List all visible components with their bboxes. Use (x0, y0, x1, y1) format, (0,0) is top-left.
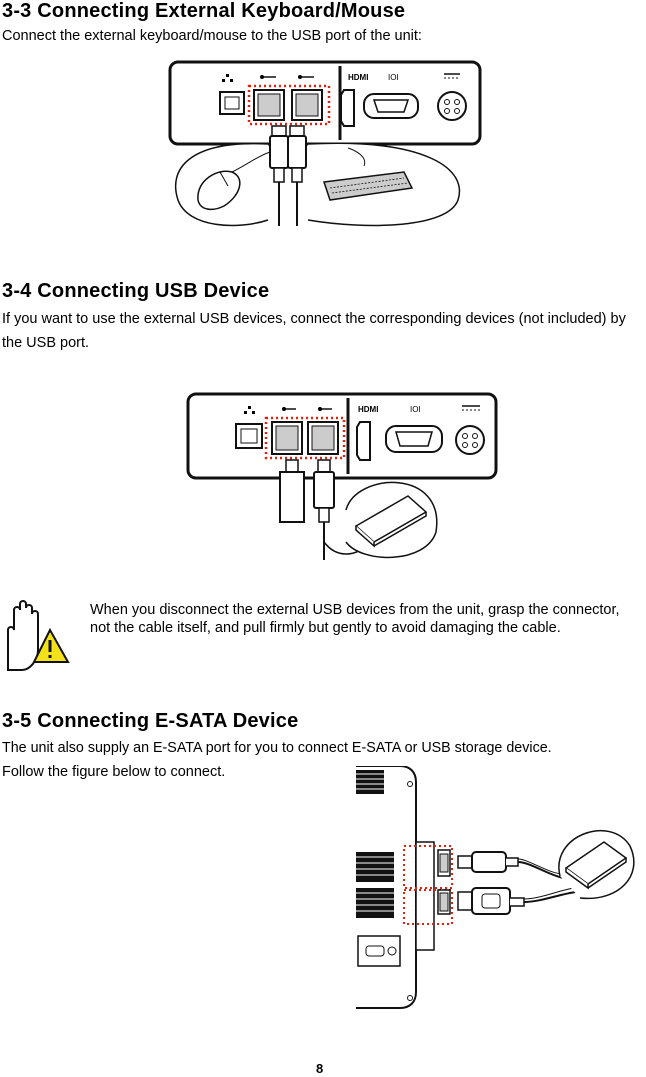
section-3-3-title: 3-3 Connecting External Keyboard/Mouse (2, 0, 406, 22)
page-number: 8 (316, 1061, 324, 1076)
usb-icon (282, 407, 296, 411)
section-3-5-body-line1: The unit also supply an E-SATA port for … (2, 740, 552, 756)
power-icon (444, 73, 460, 79)
vent-grille (356, 888, 394, 918)
esata-connection-figure (356, 766, 635, 1009)
section-3-4-body: If you want to use the external USB devi… (2, 311, 626, 351)
caution-note-text: When you disconnect the external USB dev… (90, 602, 620, 636)
vent-grille (356, 770, 384, 794)
keyboard-icon (322, 147, 414, 201)
vga-label: IOI (388, 73, 399, 82)
section-3-5-body-line2: Follow the figure below to connect. (2, 764, 226, 780)
vga-label: IOI (410, 405, 421, 414)
hdmi-label: HDMI (348, 73, 368, 82)
disconnect-caution-note: When you disconnect the external USB dev… (90, 601, 640, 637)
external-hard-drive-icon (564, 841, 628, 890)
keyboard-mouse-connection-figure: HDMI IOI (168, 60, 482, 227)
mouse-icon (197, 151, 271, 211)
hdmi-label: HDMI (358, 405, 378, 414)
usb-icon (298, 75, 314, 79)
usb-icon (260, 75, 276, 79)
section-3-4-title: 3-4 Connecting USB Device (2, 280, 270, 302)
section-3-3-body: Connect the external keyboard/mouse to t… (2, 28, 422, 44)
usb-device-connection-figure: HDMI IOI (186, 392, 498, 560)
external-hard-drive-icon (354, 495, 428, 548)
network-icon (244, 406, 255, 414)
power-icon (462, 405, 480, 411)
section-3-5-title: 3-5 Connecting E-SATA Device (2, 710, 299, 732)
usb-icon (318, 407, 332, 411)
vent-grille (356, 852, 394, 882)
caution-hand-icon (7, 600, 70, 671)
network-icon (222, 74, 233, 82)
